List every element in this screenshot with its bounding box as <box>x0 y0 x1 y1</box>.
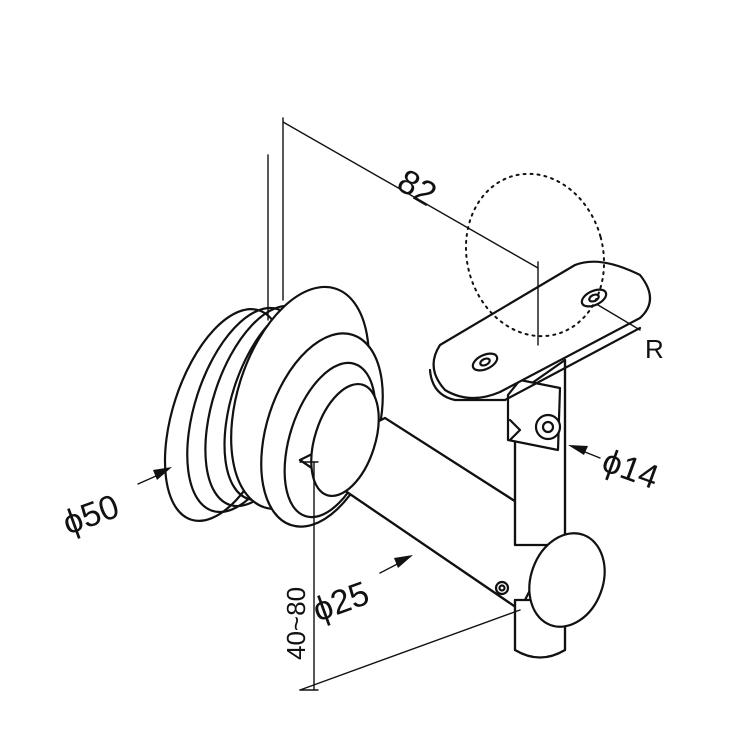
dimension-height-range: 40~80 <box>281 461 521 691</box>
dim-arm-diameter-label: ϕ25 <box>308 574 374 629</box>
set-screw-icon <box>494 580 510 596</box>
saddle-plate <box>428 260 652 402</box>
dim-radius-label: R <box>645 334 664 364</box>
hinge-screw-icon <box>534 413 562 441</box>
dimension-rosette-diameter: ϕ50 <box>58 467 172 543</box>
handrail-outline <box>464 172 606 338</box>
dimension-tube-diameter: ϕ14 <box>568 442 664 497</box>
dimension-arm-diameter: ϕ25 <box>308 555 413 630</box>
dim-height-range-label: 40~80 <box>281 587 311 660</box>
dim-rosette-diameter-label: ϕ50 <box>58 487 124 542</box>
dim-82-label: 82 <box>391 162 443 214</box>
hinge-joint <box>506 378 562 452</box>
dim-tube-diameter-label: ϕ14 <box>597 442 663 497</box>
dimension-radius: R <box>597 304 664 364</box>
mounting-hole-icon <box>471 352 499 372</box>
mounting-hole-icon <box>580 288 608 308</box>
